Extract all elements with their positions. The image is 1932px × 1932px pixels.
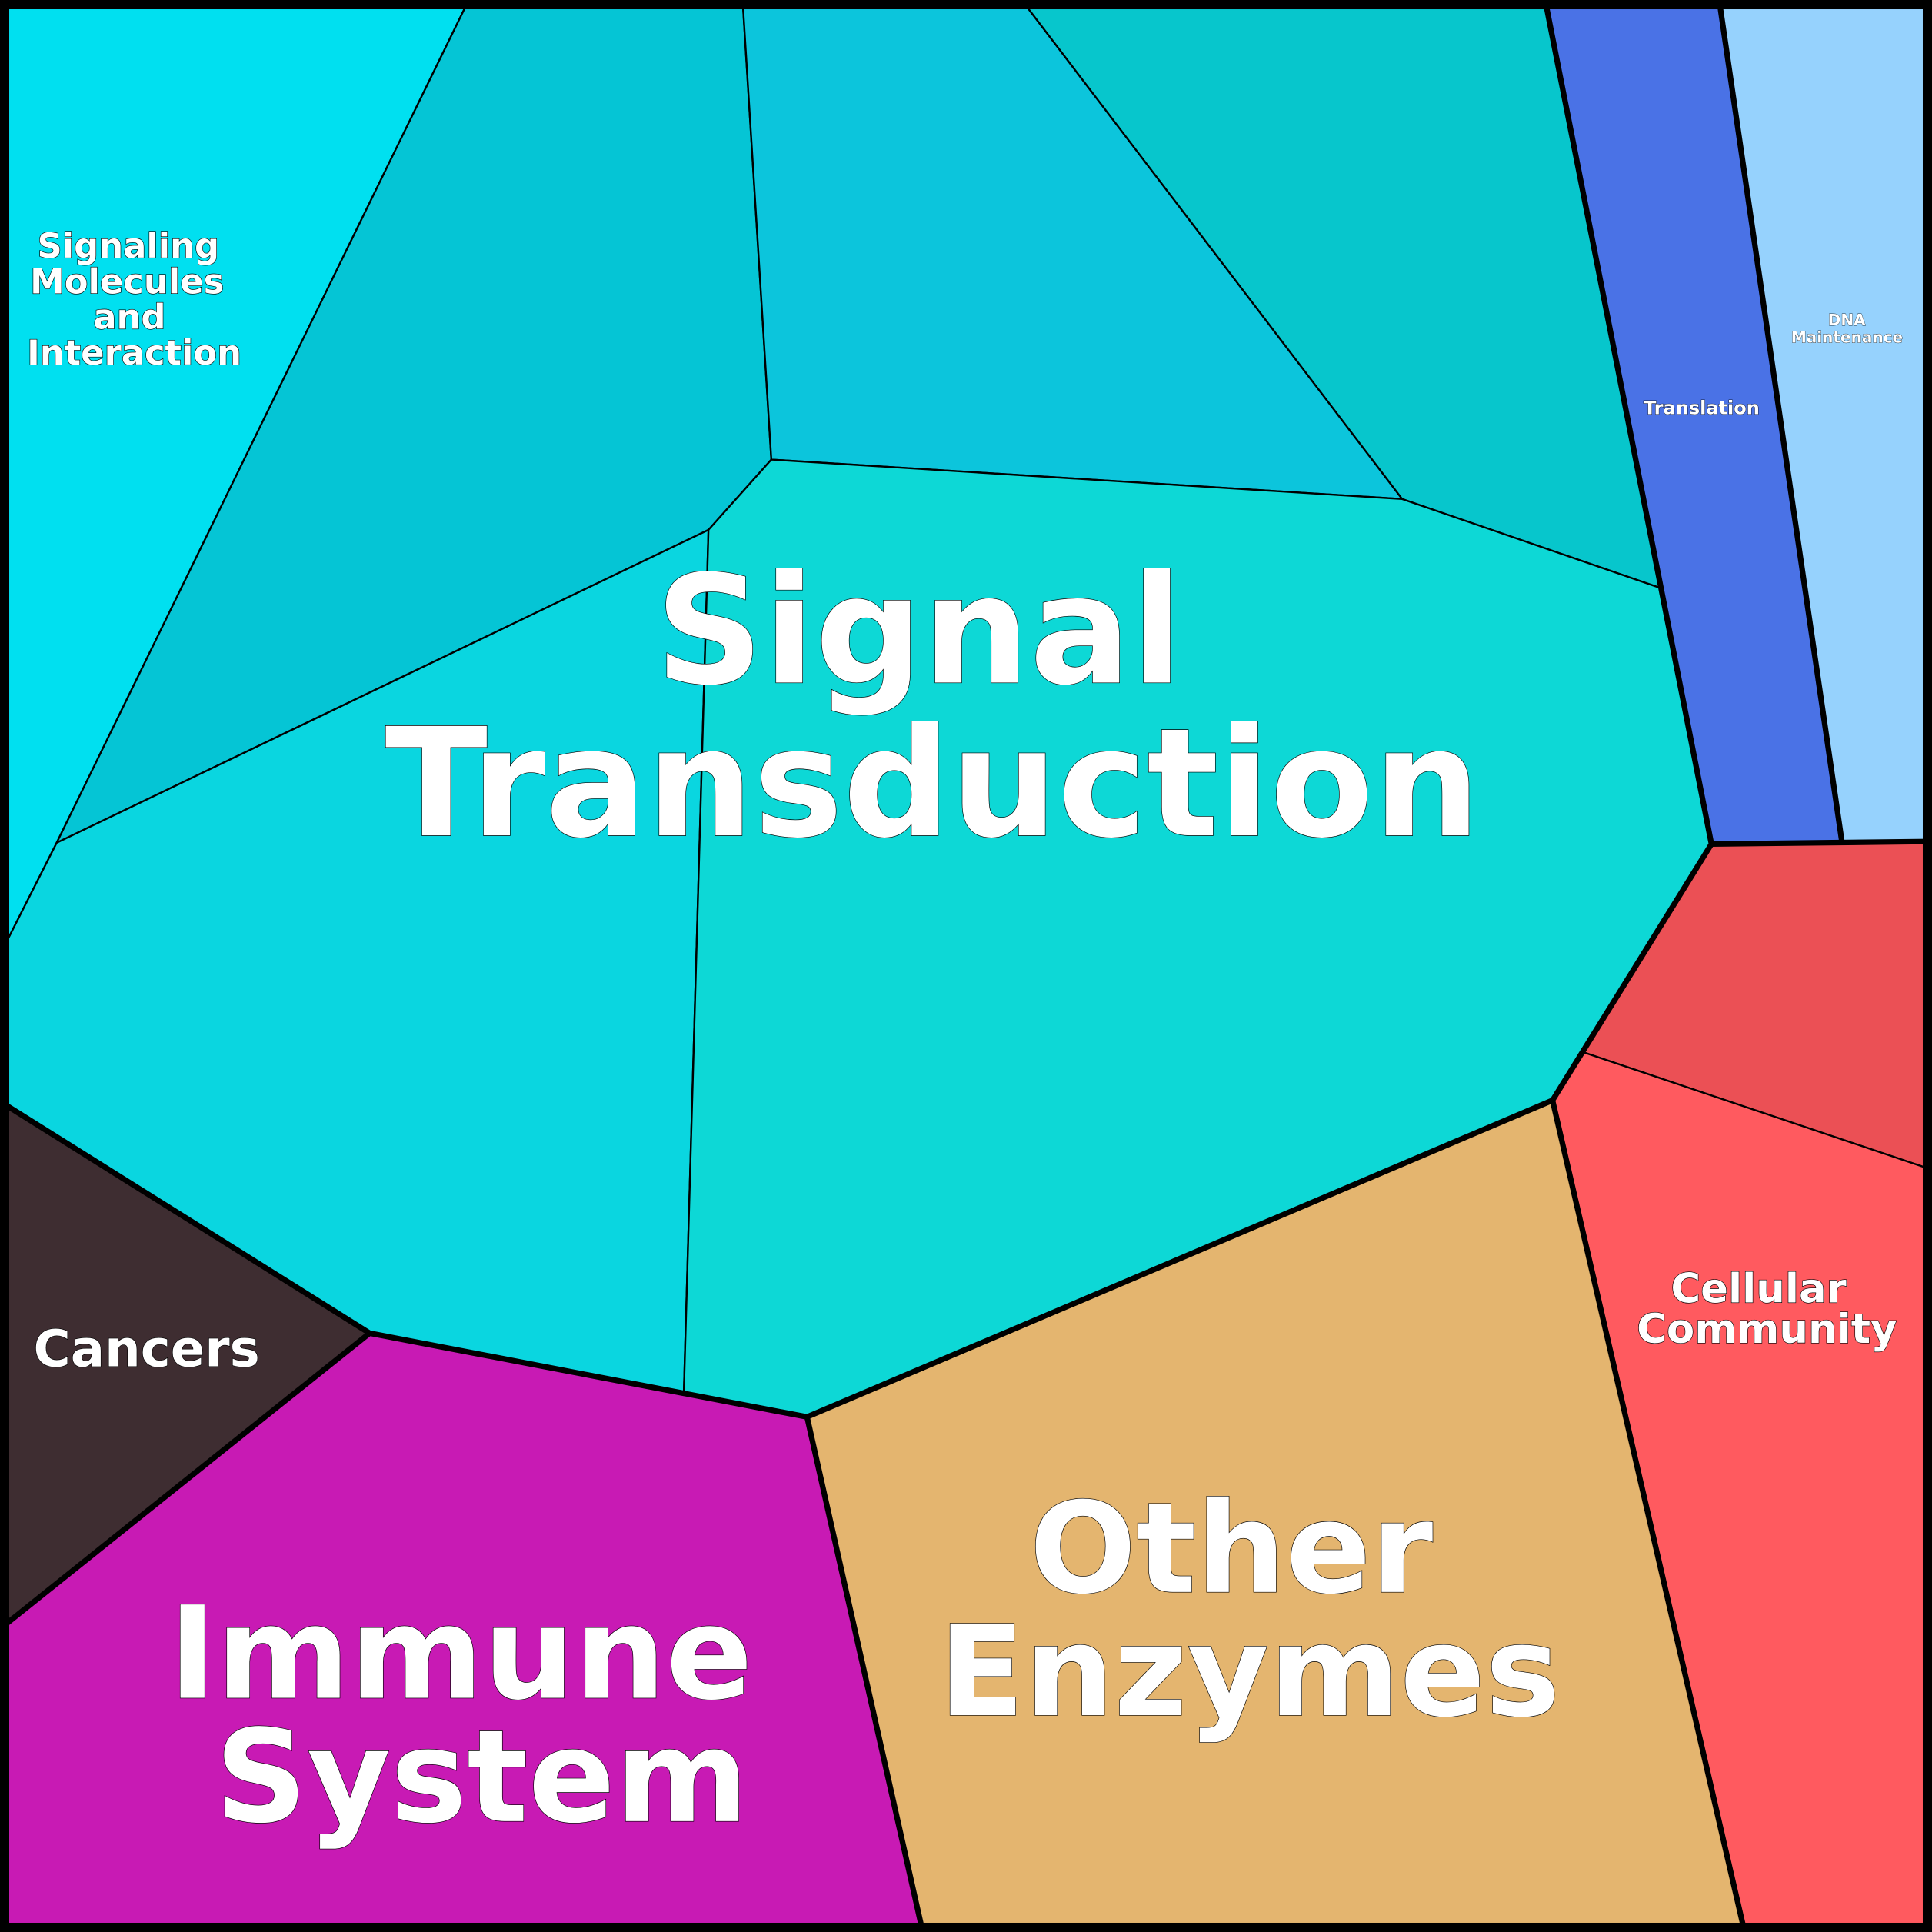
group-border-signal-transduction [5, 5, 1714, 1420]
label-cellular-community: Cellular Community [1637, 1265, 1897, 1353]
label-translation: Translation [1644, 397, 1760, 418]
group-border-translation-dna [1717, 5, 1845, 844]
label-other-enzymes: Other Enzymes [939, 1475, 1561, 1745]
label-immune-system: Immune System [168, 1580, 797, 1852]
group-border-enzymes [1550, 1099, 1747, 1928]
label-signaling-molecules: Signaling Molecules and Interaction [27, 225, 242, 373]
label-cancers: Cancers [34, 1321, 260, 1379]
group-border-cellular [1711, 838, 1927, 848]
group-border-immune [804, 1416, 924, 1928]
group-border-cancers [4, 1331, 371, 1627]
label-signal-transduction: Signal Transduction [385, 545, 1481, 872]
label-dna-maintenance: DNA Maintenance [1791, 311, 1903, 346]
